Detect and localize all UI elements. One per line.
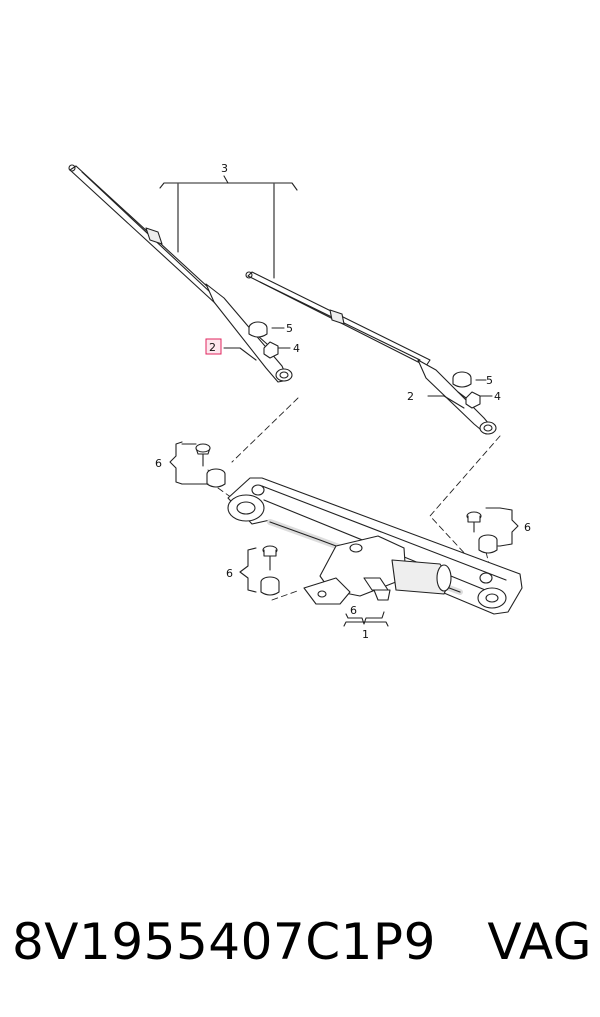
bracket-3 [159,182,298,191]
callout-4-left: 4 [293,342,300,355]
left-wiper-blade [68,164,223,305]
callout-5-left: 5 [286,322,293,335]
wiper-motor [303,535,452,605]
right-wiper-blade [245,271,431,367]
part-number-bar: 8V1955407C1P9 VAG [12,902,592,982]
left-nut-and-cap [248,321,279,359]
highlight-box-2 [205,338,222,355]
rubber-bushing-right [466,511,498,554]
callout-2-right: 2 [407,390,414,403]
callout-6-right: 6 [524,521,531,534]
right-wiper-arm [417,359,497,435]
left-wiper-arm [205,283,293,383]
callout-6-top-left: 6 [155,457,162,470]
part-number: 8V1955407C1P9 [12,913,436,971]
rubber-bushing-top-left [195,443,226,488]
brand-name: VAG [487,913,592,971]
callout-6-bottom: 6 [350,604,357,617]
wiper-assembly-diagram: 3 2 5 4 2 5 4 6 6 6 6 1 [68,162,531,641]
callout-1: 1 [362,628,369,641]
callout-3: 3 [221,162,228,175]
callout-5-right: 5 [486,374,493,387]
right-nut-and-cap [452,371,481,409]
callout-4-right: 4 [494,390,501,403]
callout-6-bottom-left: 6 [226,567,233,580]
callout-2-left[interactable]: 2 [209,341,216,354]
rubber-bushing-bottom-left [260,545,280,596]
